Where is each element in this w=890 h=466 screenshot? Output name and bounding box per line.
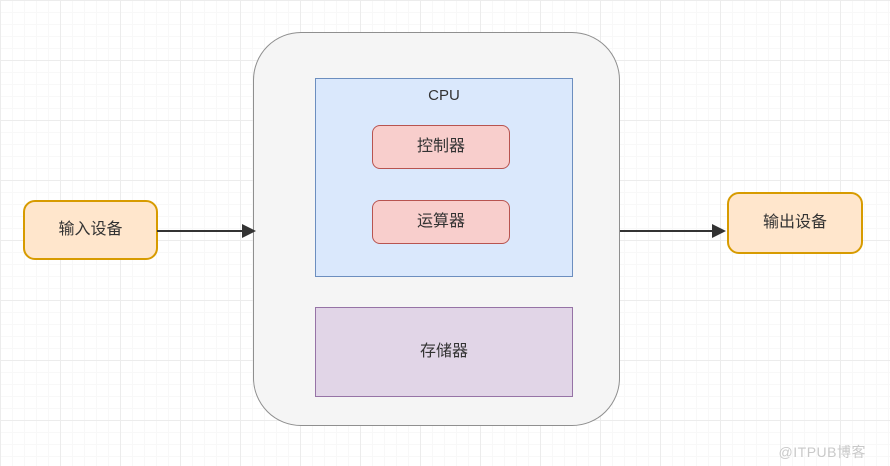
arrow-right-icon: [620, 224, 726, 238]
alu-label: 运算器: [416, 213, 465, 231]
watermark-text: @ITPUB博客: [778, 444, 866, 460]
input-device-label: 输入设备: [58, 221, 123, 239]
memory-block: 存储器: [315, 307, 573, 397]
controller-label: 控制器: [416, 138, 465, 156]
arrow-right-icon: [157, 224, 256, 238]
memory-label: 存储器: [419, 343, 468, 361]
output-device-node: 输出设备: [727, 192, 863, 254]
cpu-block: CPU: [315, 78, 573, 277]
controller-unit: 控制器: [372, 125, 510, 169]
alu-unit: 运算器: [372, 200, 510, 244]
cpu-label: CPU: [428, 87, 460, 104]
output-device-label: 输出设备: [762, 214, 827, 232]
input-device-node: 输入设备: [23, 200, 158, 260]
